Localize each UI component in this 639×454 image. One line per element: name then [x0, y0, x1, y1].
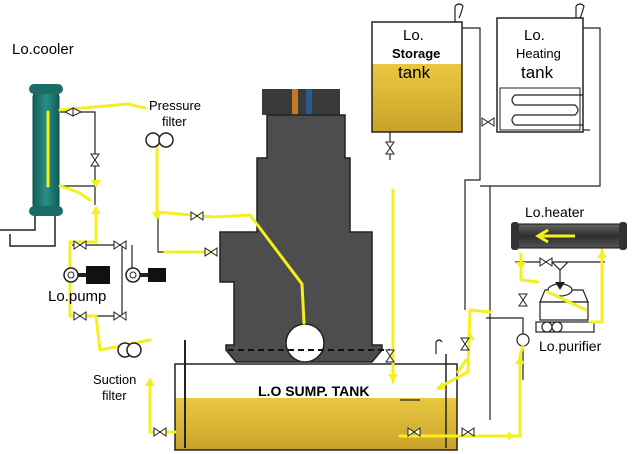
flow-arrow-icon: [152, 212, 162, 220]
valve-icon: [539, 257, 553, 267]
valve-icon: [385, 349, 395, 363]
flow-arrow-icon: [91, 206, 101, 214]
flow-arrow-icon: [388, 374, 398, 382]
pressure-filter-label-1: Pressure: [149, 98, 201, 113]
heating-tank-label-3: tank: [521, 63, 554, 82]
heating-coil: [511, 94, 583, 126]
flow-arrow-icon: [91, 180, 101, 188]
valve-icon: [113, 240, 127, 250]
lo-purifier: [516, 261, 595, 347]
flow-arrow-icon: [516, 262, 526, 270]
valve-icon: [461, 427, 475, 437]
valve-icon: [385, 141, 395, 155]
flow-arrow-icon: [508, 432, 516, 440]
lo-pump-2: [125, 267, 166, 283]
flow-arrow-icon: [145, 378, 155, 386]
valve-icon: [113, 311, 127, 321]
flow-arrow-icon: [597, 250, 607, 258]
valve-icon: [90, 153, 100, 167]
valve-icon: [460, 337, 470, 351]
lo-storage-tank: [371, 3, 464, 133]
storage-tank-label-1: Lo.: [403, 27, 424, 44]
storage-tank-label-2: Storage: [392, 46, 440, 61]
double-circle-filter-icon: [145, 132, 161, 148]
flow-arrow-icon: [535, 228, 575, 244]
main-engine: [219, 89, 390, 363]
lo-heating-tank: [496, 3, 585, 133]
valve-icon: [481, 117, 495, 127]
flow-arrow-icon: [436, 382, 446, 390]
valve-icon: [407, 427, 421, 437]
valve-icon: [73, 240, 87, 250]
suction-filter: [117, 342, 142, 358]
suction-filter-label-1: Suction: [93, 372, 136, 387]
pressure-filter-label-2: filter: [162, 114, 187, 129]
heating-tank-label-1: Lo.: [524, 27, 545, 44]
pump-icon: [125, 267, 141, 283]
lo-pump-1: [63, 266, 110, 284]
pump-icon: [63, 267, 79, 283]
valve-icon: [190, 211, 204, 221]
heating-tank-label-2: Heating: [516, 46, 561, 61]
lo-heater: [511, 222, 627, 250]
valve-icon: [73, 311, 87, 321]
valve-icon: [204, 247, 218, 257]
lo-purifier-label: Lo.purifier: [539, 338, 602, 354]
suction-filter-label-2: filter: [102, 388, 127, 403]
lo-cooler: [0, 84, 63, 247]
lo-cooler-label: Lo.cooler: [12, 41, 74, 58]
valve-icon: [518, 293, 528, 307]
valve-icon: [63, 107, 83, 117]
lo-sump-tank: [174, 340, 458, 451]
flow-arrow-icon: [515, 356, 525, 364]
valves: [63, 107, 553, 437]
storage-tank-label-3: tank: [398, 63, 431, 82]
pressure-filter: [145, 132, 174, 148]
valve-icon: [153, 427, 167, 437]
sump-tank-label: L.O SUMP. TANK: [258, 383, 370, 399]
lo-heater-label: Lo.heater: [525, 204, 584, 220]
lo-pump-label: Lo.pump: [48, 288, 106, 305]
level-gauge-pipes: [435, 339, 443, 354]
